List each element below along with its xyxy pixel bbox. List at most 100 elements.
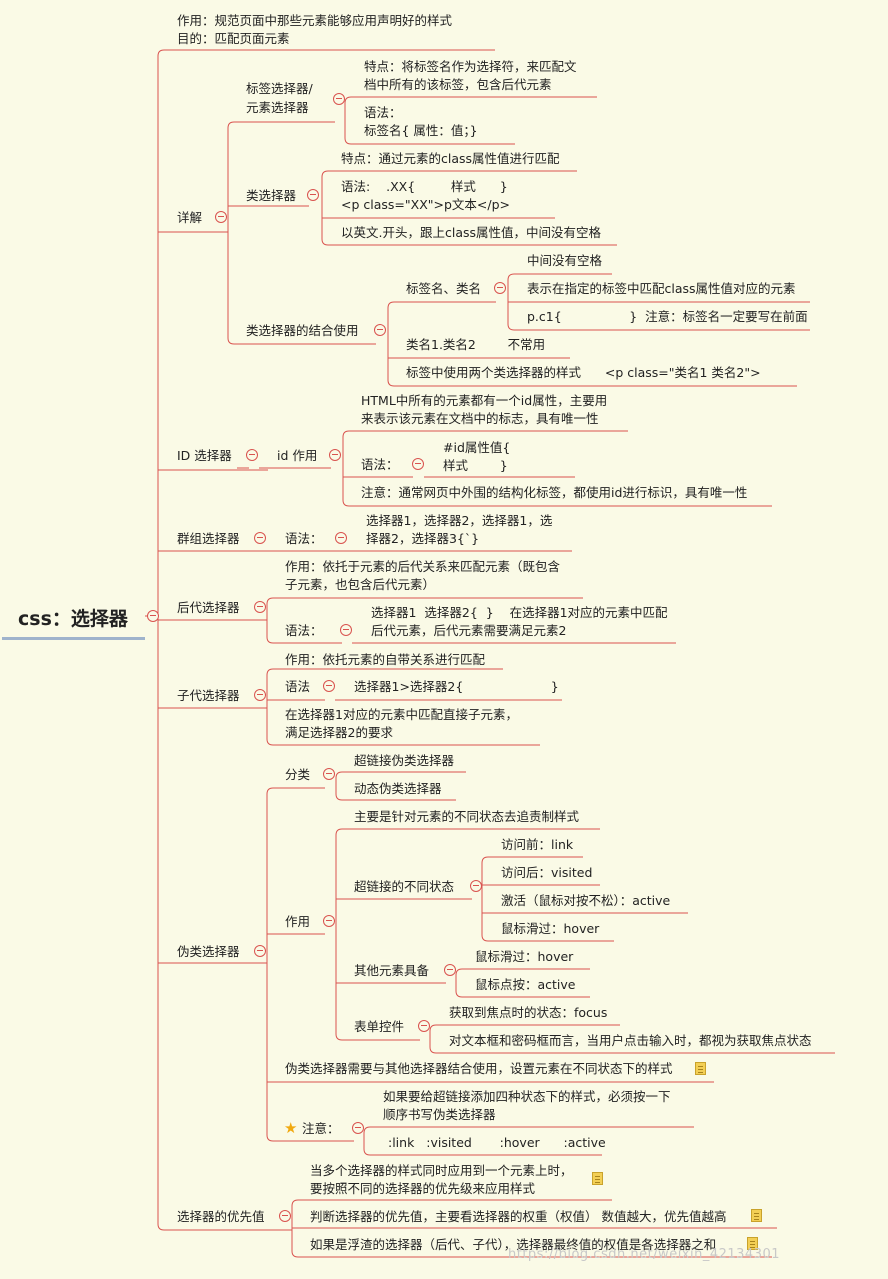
- collapse-toggle[interactable]: [246, 449, 258, 461]
- collapse-toggle[interactable]: [279, 1210, 291, 1222]
- note-icon[interactable]: [747, 1237, 758, 1250]
- connector-line: [266, 636, 342, 644]
- topic-child-selector[interactable]: 子代选择器: [177, 688, 240, 703]
- pseudo-form-1[interactable]: 获取到焦点时的状态：focus: [449, 1005, 608, 1020]
- pseudo-form-2[interactable]: 对文本框和密码框而言，当用户点击输入时，都视为获取焦点状态: [449, 1033, 812, 1048]
- tag-feature-line2: 档中所有的该标签，包含后代元素: [364, 77, 552, 92]
- pseudo-other-1[interactable]: 鼠标滑过：hover: [475, 949, 574, 964]
- id-code[interactable]: #id属性值{: [443, 440, 511, 455]
- pseudo-link-3[interactable]: 激活（鼠标对按不松）：active: [501, 893, 671, 908]
- intro-purpose[interactable]: 作用：规范页面中那些元素能够应用声明好的样式: [177, 13, 453, 28]
- priority-1[interactable]: 当多个选择器的样式同时应用到一个元素上时，: [310, 1163, 573, 1178]
- collapse-toggle[interactable]: [412, 458, 424, 470]
- descendant-syntax[interactable]: 语法：: [285, 623, 323, 638]
- class-feature[interactable]: 特点：通过元素的class属性值进行匹配: [341, 151, 560, 166]
- collapse-toggle[interactable]: [254, 601, 266, 613]
- child-syntax[interactable]: 语法: [285, 679, 311, 694]
- topic-tag-selector[interactable]: 标签选择器/: [246, 81, 313, 96]
- intro-goal[interactable]: 目的：匹配页面元素: [177, 31, 290, 46]
- pseudo-main[interactable]: 主要是针对元素的不同状态去追责制样式: [354, 809, 580, 824]
- collapse-toggle[interactable]: [333, 93, 345, 105]
- id-desc[interactable]: HTML中所有的元素都有一个id属性，主要用: [361, 393, 608, 408]
- combo-c1[interactable]: 中间没有空格: [527, 253, 603, 268]
- collapse-toggle[interactable]: [323, 768, 335, 780]
- pseudo-attention-1[interactable]: 如果要给超链接添加四种状态下的样式，必须按一下: [383, 1089, 671, 1104]
- pseudo-link-2[interactable]: 访问后：visited: [501, 865, 593, 880]
- collapse-toggle[interactable]: [323, 915, 335, 927]
- collapse-toggle[interactable]: [418, 1020, 430, 1032]
- tag-syntax[interactable]: 语法：: [364, 105, 402, 120]
- pseudo-role[interactable]: 作用: [285, 914, 311, 929]
- collapse-toggle[interactable]: [335, 532, 347, 544]
- group-value[interactable]: 选择器1，选择器2，选择器1，选: [366, 513, 553, 528]
- descendant-role-line2: 子元素，也包含后代元素）: [285, 577, 436, 592]
- descendant-value[interactable]: 选择器1 选择器2{ } 在选择器1对应的元素中匹配: [371, 605, 668, 620]
- id-desc-line2: 来表示该元素在文档中的标志，具有唯一性: [361, 411, 599, 426]
- collapse-toggle[interactable]: [307, 189, 319, 201]
- pseudo-link-states[interactable]: 超链接的不同状态: [354, 879, 455, 894]
- combo-tag-class[interactable]: 标签名、类名: [406, 281, 482, 296]
- topic-group-selector[interactable]: 群组选择器: [177, 531, 240, 546]
- collapse-toggle[interactable]: [215, 211, 227, 223]
- collapse-toggle[interactable]: [470, 880, 482, 892]
- connector-line: [266, 668, 503, 676]
- combo-both[interactable]: 标签中使用两个类选择器的样式 <p class="类名1 类名2">: [406, 365, 761, 380]
- pseudo-combine[interactable]: 伪类选择器需要与其他选择器结合使用，设置元素在不同状态下的样式: [285, 1061, 673, 1076]
- collapse-toggle[interactable]: [323, 680, 335, 692]
- pseudo-link-4[interactable]: 鼠标滑过：hover: [501, 921, 600, 936]
- id-note[interactable]: 注意：通常网页中外围的结构化标签，都使用id进行标识，具有唯一性: [361, 485, 748, 500]
- connector-line: [266, 787, 325, 795]
- pseudo-attention[interactable]: 注意：: [302, 1121, 340, 1136]
- collapse-toggle[interactable]: [254, 532, 266, 544]
- descendant-role[interactable]: 作用：依托于元素的后代关系来匹配元素（既包含: [285, 559, 561, 574]
- priority-2[interactable]: 判断选择器的优先值，主要看选择器的权重（权值） 数值越大，优先值越高: [310, 1209, 727, 1224]
- id-syntax[interactable]: 语法：: [361, 457, 399, 472]
- collapse-toggle[interactable]: [340, 624, 352, 636]
- topic-class-combo[interactable]: 类选择器的结合使用: [246, 323, 359, 338]
- pseudo-kind-1[interactable]: 超链接伪类选择器: [354, 753, 455, 768]
- topic-class-selector[interactable]: 类选择器: [246, 188, 297, 203]
- tag-feature[interactable]: 特点：将标签名作为选择符，来匹配文: [364, 59, 577, 74]
- id-role[interactable]: id 作用: [277, 448, 318, 463]
- root-topic[interactable]: css：选择器: [18, 608, 128, 630]
- note-icon[interactable]: [751, 1209, 762, 1222]
- class-syntax[interactable]: 语法: .XX{ 样式 }: [341, 179, 508, 194]
- topic-id-selector[interactable]: ID 选择器: [177, 448, 232, 463]
- pseudo-attention-2[interactable]: :link :visited :hover :active: [388, 1135, 606, 1150]
- collapse-toggle[interactable]: [254, 689, 266, 701]
- child-value[interactable]: 选择器1>选择器2{ }: [354, 679, 559, 694]
- combo-two-classes[interactable]: 类名1.类名2 不常用: [406, 337, 546, 352]
- collapse-toggle[interactable]: [494, 282, 506, 294]
- child-desc-line2: 满足选择器2的要求: [285, 725, 393, 740]
- collapse-toggle[interactable]: [444, 964, 456, 976]
- group-syntax[interactable]: 语法：: [285, 531, 323, 546]
- pseudo-link-1[interactable]: 访问前：link: [501, 837, 574, 852]
- topic-detail[interactable]: 详解: [177, 210, 203, 225]
- topic-pseudo-selector[interactable]: 伪类选择器: [177, 944, 240, 959]
- descendant-value-line2: 后代元素，后代元素需要满足元素2: [371, 623, 567, 638]
- topic-descendant-selector[interactable]: 后代选择器: [177, 600, 240, 615]
- collapse-toggle[interactable]: [329, 449, 341, 461]
- topic-priority[interactable]: 选择器的优先值: [177, 1209, 265, 1224]
- pseudo-form[interactable]: 表单控件: [354, 1019, 405, 1034]
- note-icon[interactable]: [592, 1172, 603, 1185]
- pseudo-other[interactable]: 其他元素具备: [354, 963, 430, 978]
- collapse-toggle[interactable]: [254, 945, 266, 957]
- collapse-toggle[interactable]: [147, 610, 159, 622]
- collapse-toggle[interactable]: [374, 324, 386, 336]
- collapse-toggle[interactable]: [352, 1122, 364, 1134]
- combo-c3[interactable]: p.c1{ } 注意：标签名一定要写在前面: [527, 309, 808, 324]
- pseudo-kind-2[interactable]: 动态伪类选择器: [354, 781, 442, 796]
- connector-line: [157, 49, 495, 57]
- priority-3[interactable]: 如果是浮渣的选择器（后代、子代），选择器最终值的权值是各选择器之和: [310, 1237, 717, 1252]
- pseudo-other-2[interactable]: 鼠标点按：active: [475, 977, 576, 992]
- connector-line: [335, 793, 456, 801]
- child-role[interactable]: 作用：依托元素的自带关系进行匹配: [285, 652, 486, 667]
- combo-c2[interactable]: 表示在指定的标签中匹配class属性值对应的元素: [527, 281, 796, 296]
- note-icon[interactable]: [695, 1062, 706, 1075]
- pseudo-kind[interactable]: 分类: [285, 767, 311, 782]
- class-rule[interactable]: 以英文.开头，跟上class属性值，中间没有空格: [341, 225, 602, 240]
- topic-tag-selector-line2: 元素选择器: [246, 100, 309, 115]
- child-desc[interactable]: 在选择器1对应的元素中匹配直接子元素，: [285, 707, 518, 722]
